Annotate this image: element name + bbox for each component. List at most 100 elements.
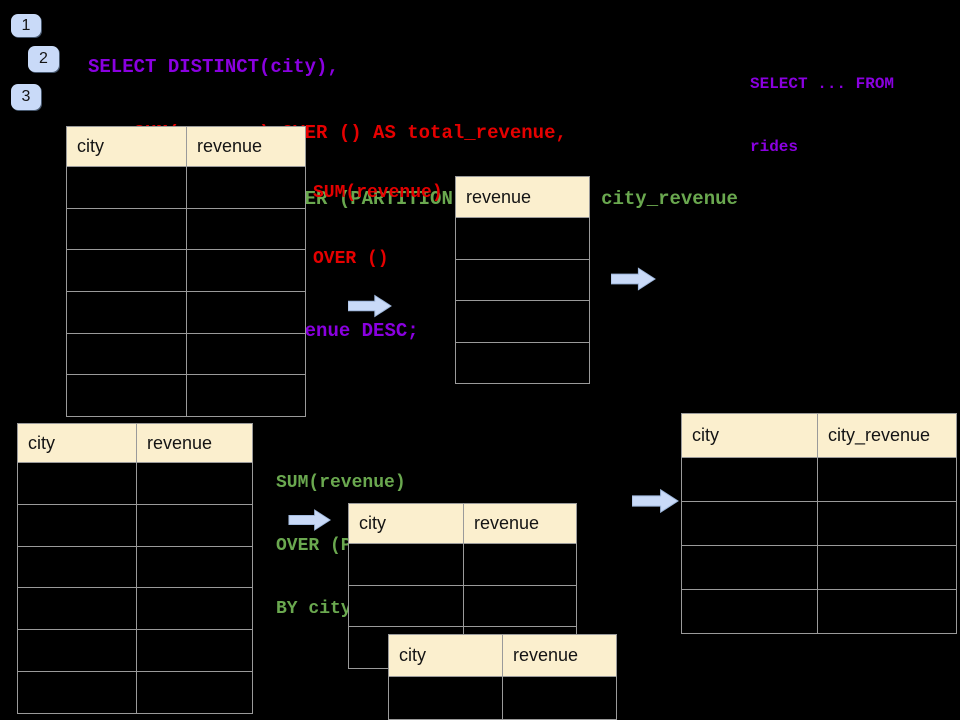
empty-cell (66, 207, 187, 251)
empty-cell (681, 501, 818, 546)
column-header-city: city (681, 413, 818, 458)
empty-cell (817, 457, 957, 502)
empty-cell (17, 503, 137, 547)
table-header-row: city revenue (388, 634, 617, 677)
side-code-snippet: SELECT ... FROM rides (750, 32, 894, 200)
total-label-line-2: OVER () (313, 249, 389, 269)
empty-cell (66, 249, 187, 293)
column-header-revenue: revenue (186, 126, 306, 167)
table-body (455, 217, 590, 384)
empty-cell (66, 374, 187, 418)
empty-cell (186, 332, 306, 376)
empty-cell (681, 457, 818, 502)
empty-cell (463, 543, 577, 586)
column-header-city-revenue: city_revenue (817, 413, 957, 458)
empty-cell (17, 629, 137, 672)
table-partition-overlay: city revenue (388, 634, 617, 720)
column-header-city: city (17, 423, 137, 463)
column-header-revenue: revenue (463, 503, 577, 544)
table-row (17, 587, 253, 631)
table-source-top: city revenue (66, 126, 306, 418)
table-row (17, 545, 253, 589)
table-row (66, 207, 306, 251)
column-header-city: city (348, 503, 464, 544)
empty-cell (817, 589, 957, 634)
table-row (66, 249, 306, 293)
table-header-row: city revenue (66, 126, 306, 167)
table-row (681, 545, 957, 590)
table-row (348, 584, 577, 628)
table-row (348, 543, 577, 586)
table-row (17, 462, 253, 505)
empty-cell (17, 462, 137, 505)
table-row (455, 258, 590, 301)
column-header-revenue: revenue (455, 176, 590, 218)
empty-cell (186, 207, 306, 251)
partition-label-line-1: SUM(revenue) (276, 473, 406, 493)
table-row (388, 676, 617, 720)
table-result: city city_revenue (681, 413, 957, 634)
empty-cell (66, 291, 187, 334)
empty-cell (66, 332, 187, 376)
table-body (17, 462, 253, 714)
empty-cell (388, 676, 503, 720)
empty-cell (136, 503, 253, 547)
empty-cell (66, 166, 187, 209)
total-revenue-label: SUM(revenue) OVER () (313, 138, 443, 314)
table-row (455, 217, 590, 260)
table-header-row: revenue (455, 176, 590, 218)
sql-line-select: SELECT DISTINCT(city), (88, 56, 339, 78)
step-badge-3: 3 (11, 84, 41, 110)
flow-arrow-right-icon (632, 488, 679, 514)
table-row (681, 457, 957, 502)
empty-cell (136, 462, 253, 505)
empty-cell (186, 166, 306, 209)
table-header-row: city revenue (348, 503, 577, 544)
empty-cell (455, 258, 590, 301)
empty-cell (463, 584, 577, 628)
table-body (66, 166, 306, 418)
table-row (455, 300, 590, 343)
empty-cell (186, 291, 306, 334)
empty-cell (186, 374, 306, 418)
table-header-row: city revenue (17, 423, 253, 463)
side-code-line-1: SELECT ... FROM (750, 75, 895, 93)
step-badge-1: 1 (11, 14, 41, 37)
table-row (455, 341, 590, 384)
column-header-city: city (388, 634, 503, 677)
empty-cell (186, 249, 306, 293)
table-row (681, 589, 957, 634)
table-row (66, 332, 306, 376)
column-header-city: city (66, 126, 187, 167)
empty-cell (502, 676, 617, 720)
flow-arrow-right-icon (288, 509, 332, 531)
empty-cell (17, 587, 137, 631)
empty-cell (681, 545, 818, 590)
table-body (681, 457, 957, 634)
empty-cell (17, 670, 137, 714)
empty-cell (455, 217, 590, 260)
total-label-line-1: SUM(revenue) (313, 183, 443, 203)
table-row (66, 291, 306, 334)
empty-cell (817, 545, 957, 590)
empty-cell (136, 545, 253, 589)
flow-arrow-right-icon (348, 294, 392, 318)
empty-cell (681, 589, 818, 634)
empty-cell (455, 341, 590, 384)
table-row (66, 166, 306, 209)
flow-arrow-right-icon (611, 267, 656, 291)
column-header-revenue: revenue (136, 423, 253, 463)
column-header-revenue: revenue (502, 634, 617, 677)
empty-cell (348, 584, 464, 628)
table-body (388, 676, 617, 720)
empty-cell (136, 629, 253, 672)
empty-cell (136, 587, 253, 631)
table-row (66, 374, 306, 418)
table-total-revenue: revenue (455, 176, 590, 384)
table-row (17, 629, 253, 672)
empty-cell (455, 300, 590, 343)
empty-cell (817, 501, 957, 546)
empty-cell (17, 545, 137, 589)
table-row (17, 503, 253, 547)
